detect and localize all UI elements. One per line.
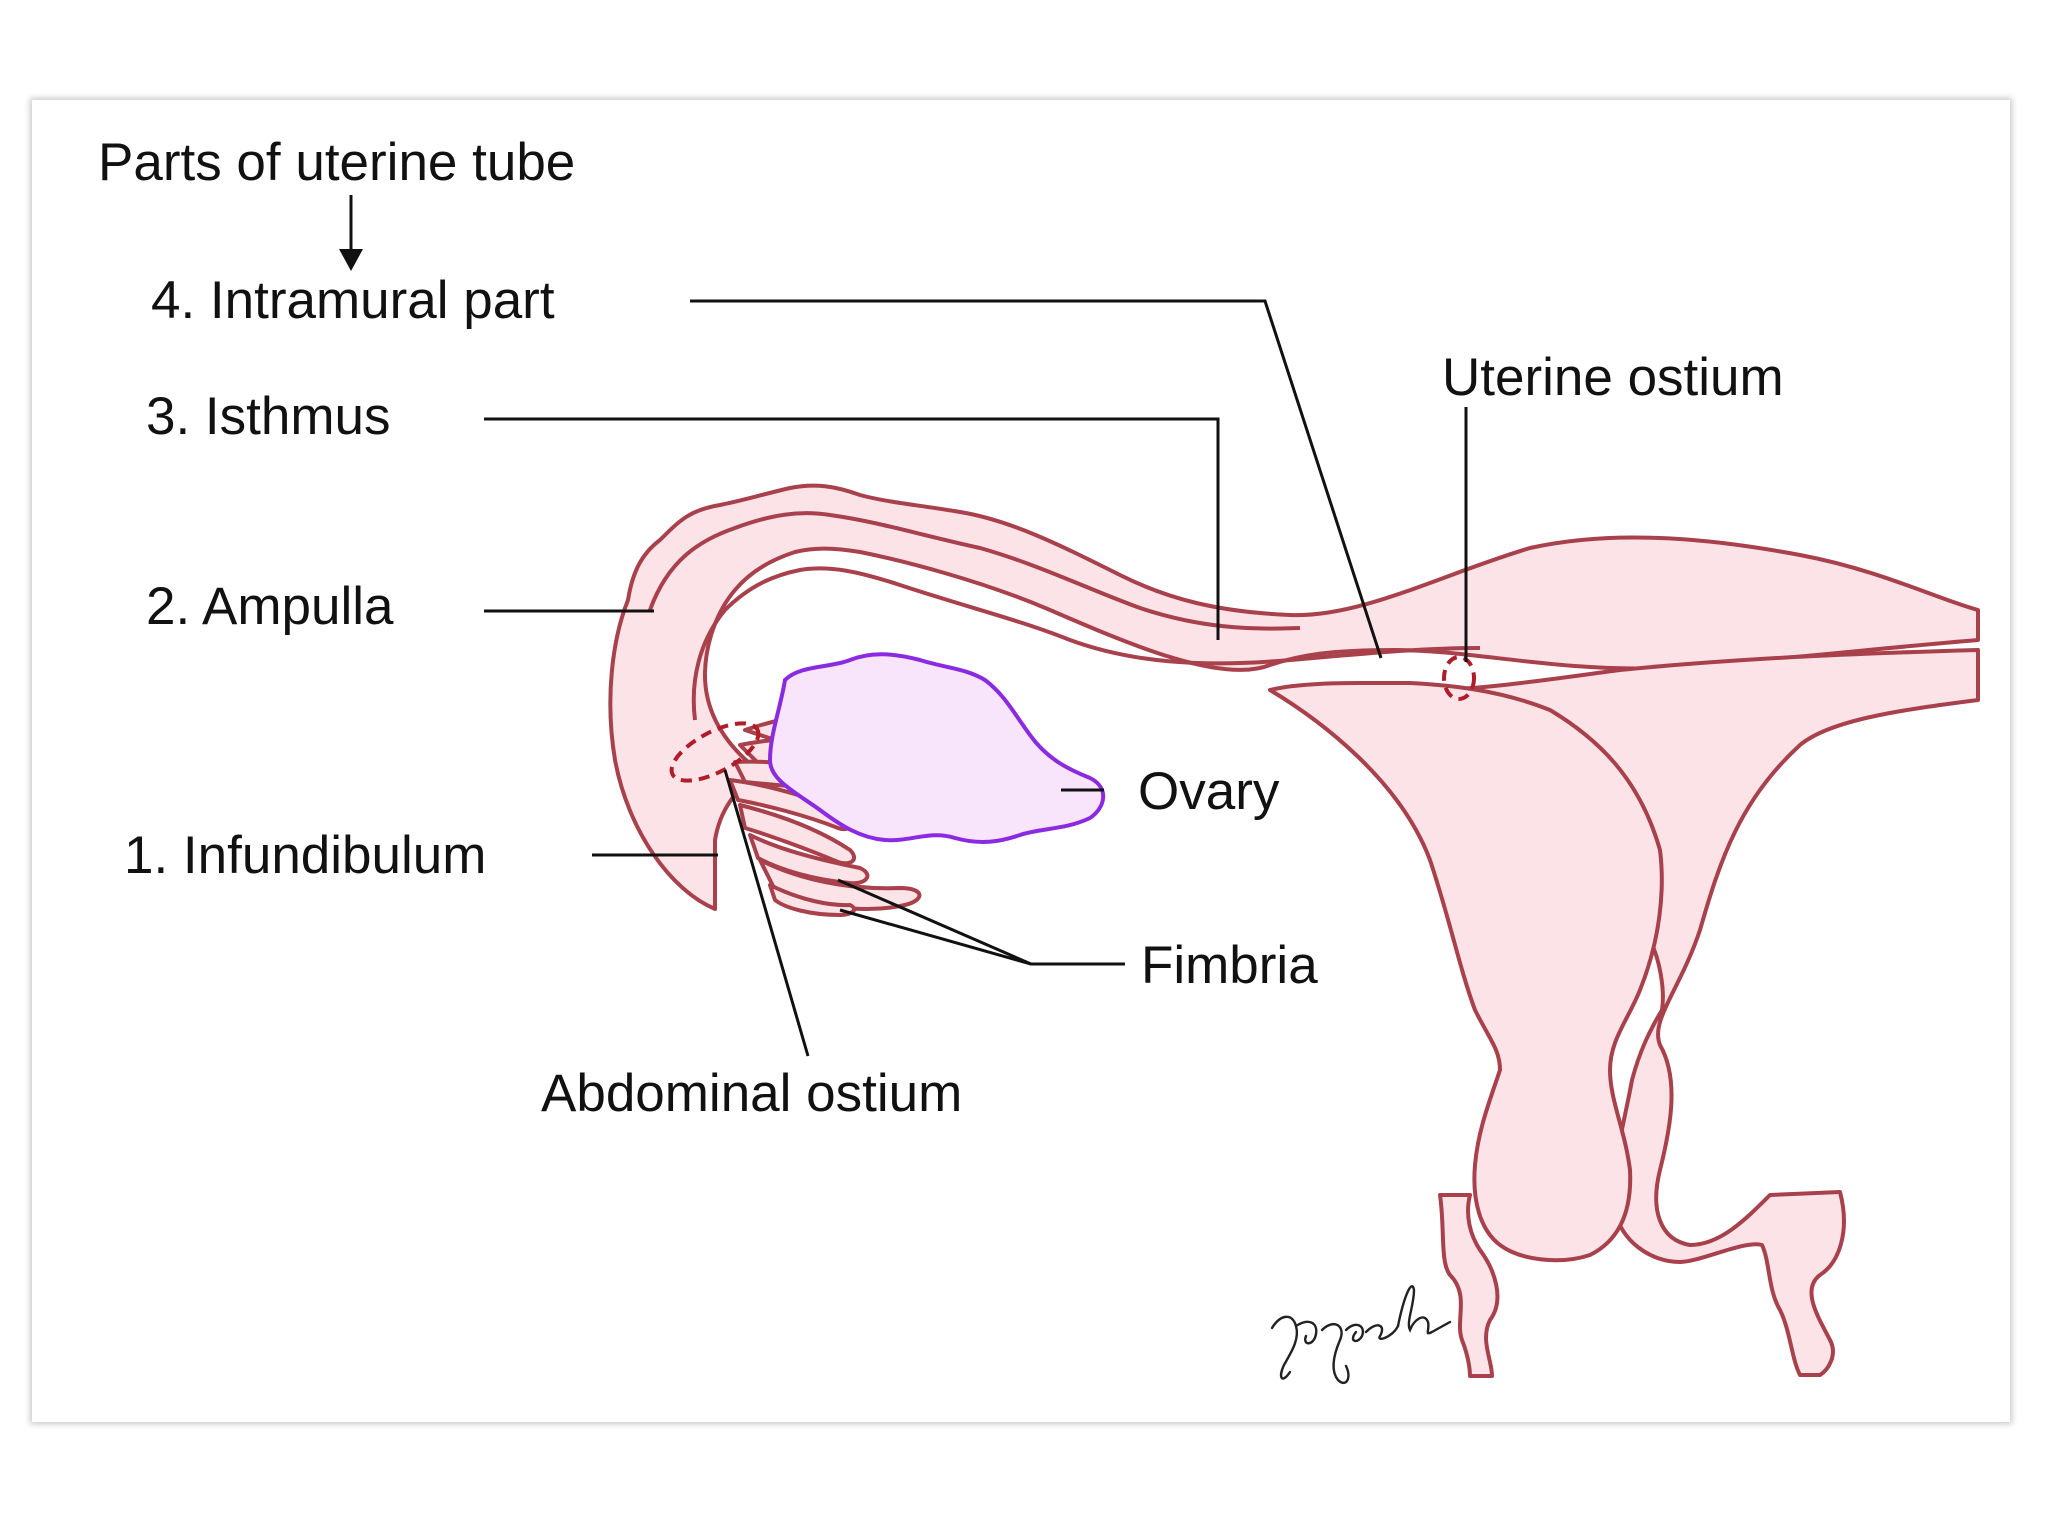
label-infundibulum: 1. Infundibulum: [124, 826, 486, 885]
uterus-illustration: [610, 486, 1978, 1376]
label-fimbria: Fimbria: [1141, 936, 1318, 995]
heading-arrow-head: [339, 249, 363, 271]
label-ovary: Ovary: [1138, 762, 1280, 821]
label-abdominal-ostium: Abdominal ostium: [541, 1064, 962, 1123]
label-isthmus: 3. Isthmus: [146, 387, 390, 446]
cervix-left-wall: [1270, 683, 1662, 1260]
label-uterine-ostium: Uterine ostium: [1442, 348, 1784, 407]
label-intramural-part: 4. Intramural part: [151, 271, 555, 330]
label-ampulla: 2. Ampulla: [146, 577, 394, 636]
diagram-heading: Parts of uterine tube: [98, 133, 575, 192]
artist-signature: [1272, 1286, 1450, 1383]
